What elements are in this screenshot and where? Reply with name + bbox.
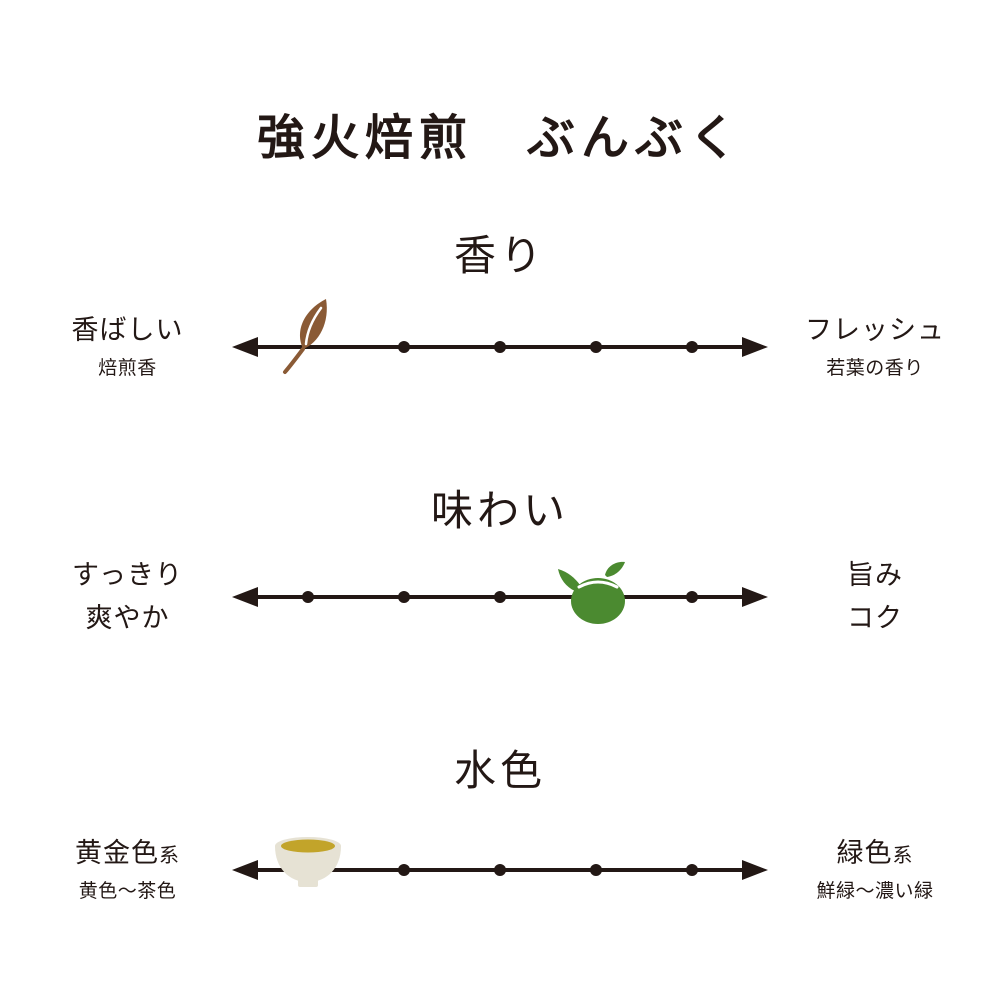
liquor-color-scale-row: 黄金色系 黄色〜茶色 緑色系 鮮緑〜濃い緑: [0, 805, 1000, 935]
taste-scale: 味わい すっきり 爽やか 旨み コク: [0, 490, 1000, 662]
scale-dot: [398, 864, 410, 876]
liquor-left-label-main: 黄金色: [75, 837, 159, 868]
scale-dot: [302, 591, 314, 603]
scale-dot: [398, 591, 410, 603]
aroma-scale-row: 香ばしい 焙煎香 フレッシュ 若葉の香り: [0, 282, 1000, 412]
scale-dot: [398, 341, 410, 353]
taste-left-pole: すっきり 爽やか: [30, 559, 225, 636]
aroma-right-pole: フレッシュ 若葉の香り: [775, 314, 975, 381]
right-arrowhead-icon: [742, 587, 768, 607]
liquor-right-label-main: 緑色: [836, 837, 893, 868]
scale-dot: [590, 341, 602, 353]
scale-dot: [494, 591, 506, 603]
liquor-left-pole: 黄金色系 黄色〜茶色: [30, 837, 225, 904]
right-arrowhead-icon: [742, 337, 768, 357]
scale-dot: [686, 341, 698, 353]
aroma-right-sublabel: 若葉の香り: [826, 357, 924, 379]
taste-right-label-line1: 旨み: [847, 559, 903, 590]
liquor-left-label-suffix: 系: [159, 844, 180, 867]
right-arrowhead-icon: [742, 860, 768, 880]
scale-dot: [494, 864, 506, 876]
scale-dot: [686, 864, 698, 876]
taste-left-label-line2: 爽やか: [85, 602, 170, 633]
liquor-left-label: 黄金色系: [30, 837, 225, 871]
scale-dot: [686, 591, 698, 603]
scale-dot: [590, 864, 602, 876]
aroma-left-label: 香ばしい: [71, 314, 184, 345]
aroma-left-sublabel: 焙煎香: [98, 357, 157, 379]
liquor-color-scale: 水色 黄金色系 黄色〜茶色 緑色系 鮮緑〜濃い緑: [0, 750, 1000, 935]
axis-points: [302, 532, 698, 662]
page-title: 強火焙煎 ぶんぶく: [256, 110, 743, 167]
taste-left-label-line1: すっきり: [72, 559, 183, 590]
aroma-scale: 香り 香ばしい 焙煎香 フレッシュ 若葉の香り: [0, 235, 1000, 412]
aroma-axis: [232, 282, 768, 412]
axis-points: [283, 282, 698, 412]
taste-right-label-line2: コク: [847, 602, 903, 633]
liquor-right-label: 緑色系: [775, 837, 975, 871]
leaf-icon: [283, 299, 327, 374]
liquor-color-heading: 水色: [453, 746, 546, 795]
taste-heading: 味わい: [430, 486, 569, 535]
liquor-right-sublabel: 鮮緑〜濃い緑: [816, 880, 934, 902]
aroma-heading: 香り: [453, 231, 546, 280]
taste-scale-row: すっきり 爽やか 旨み コク: [0, 532, 1000, 662]
aroma-right-label: フレッシュ: [805, 314, 945, 345]
teapot-icon: [558, 561, 625, 624]
liquor-right-pole: 緑色系 鮮緑〜濃い緑: [775, 837, 975, 904]
taste-right-pole: 旨み コク: [775, 559, 975, 636]
scale-dot: [494, 341, 506, 353]
axis-points: [275, 805, 698, 935]
aroma-left-pole: 香ばしい 焙煎香: [30, 314, 225, 381]
teacup-icon: [275, 837, 341, 887]
liquor-axis: [232, 805, 768, 935]
liquor-right-label-suffix: 系: [892, 844, 914, 867]
taste-axis: [232, 532, 768, 662]
liquor-left-sublabel: 黄色〜茶色: [78, 880, 177, 902]
